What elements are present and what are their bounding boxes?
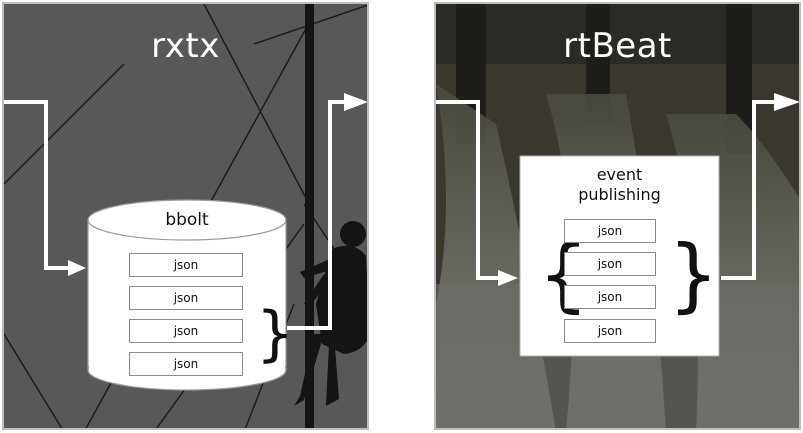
arrow-out-rxtx-head bbox=[344, 93, 367, 111]
publishing-label: publishing bbox=[578, 185, 661, 204]
event-json-record: json bbox=[564, 219, 656, 243]
event-json-record: json bbox=[564, 285, 656, 309]
bbolt-json-record: json bbox=[129, 352, 243, 376]
bbolt-json-record: json bbox=[129, 253, 243, 277]
right-brace: } bbox=[668, 228, 719, 321]
arrow-into-rtbeat-head bbox=[498, 270, 518, 286]
rtbeat-panel: { } rtBeat event publishing json json js… bbox=[434, 2, 801, 430]
rtbeat-title: rtBeat bbox=[563, 26, 672, 66]
event-json-record: json bbox=[564, 319, 656, 343]
arrow-out-rtbeat-head bbox=[774, 93, 799, 111]
arrow-into-bbolt-head bbox=[68, 260, 86, 276]
rxtx-panel: } rxtx bbolt json json json json bbox=[2, 2, 369, 430]
rtbeat-background-art: { } bbox=[436, 4, 799, 428]
bbolt-label: bbolt bbox=[165, 210, 209, 230]
bbolt-json-record: json bbox=[129, 286, 243, 310]
event-label: event bbox=[596, 165, 643, 184]
event-json-record: json bbox=[564, 252, 656, 276]
bbolt-json-record: json bbox=[129, 319, 243, 343]
rxtx-background-art: } bbox=[4, 4, 367, 428]
bbolt-brace: } bbox=[256, 299, 294, 369]
rxtx-title: rxtx bbox=[151, 26, 220, 66]
